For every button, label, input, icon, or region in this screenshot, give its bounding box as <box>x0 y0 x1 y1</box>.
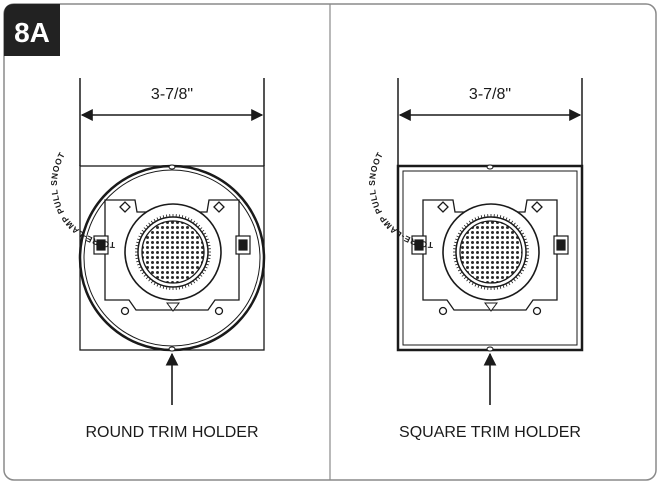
lamp-mesh-square <box>459 220 523 284</box>
figure-badge: 8A <box>4 4 60 56</box>
ring-ticks-round <box>135 214 211 290</box>
lamp-mesh-round <box>141 220 205 284</box>
square-trim-holder-label: SQUARE TRIM HOLDER <box>399 424 581 441</box>
mounting-plate-round <box>104 199 240 311</box>
figure-badge-label: 8A <box>14 17 50 48</box>
pull-arrow-round <box>166 302 180 312</box>
pull-arrow-square <box>484 302 498 312</box>
dimension-label-square: 3-7/8" <box>469 86 511 103</box>
dimension-label-round: 3-7/8" <box>151 86 193 103</box>
dimension-line-square <box>397 78 583 166</box>
mounting-plate-square <box>422 199 558 311</box>
round-trim-holder-label: ROUND TRIM HOLDER <box>85 424 258 441</box>
panel-round: 3-7/8" TO RE-LAMP PULL SNOOT <box>49 78 266 441</box>
panel-square: 3-7/8" TO RE-LAMP PULL SNOOT SQUARE TRIM… <box>367 78 584 441</box>
dimension-line-round <box>79 78 265 166</box>
ring-ticks-square <box>453 214 529 290</box>
